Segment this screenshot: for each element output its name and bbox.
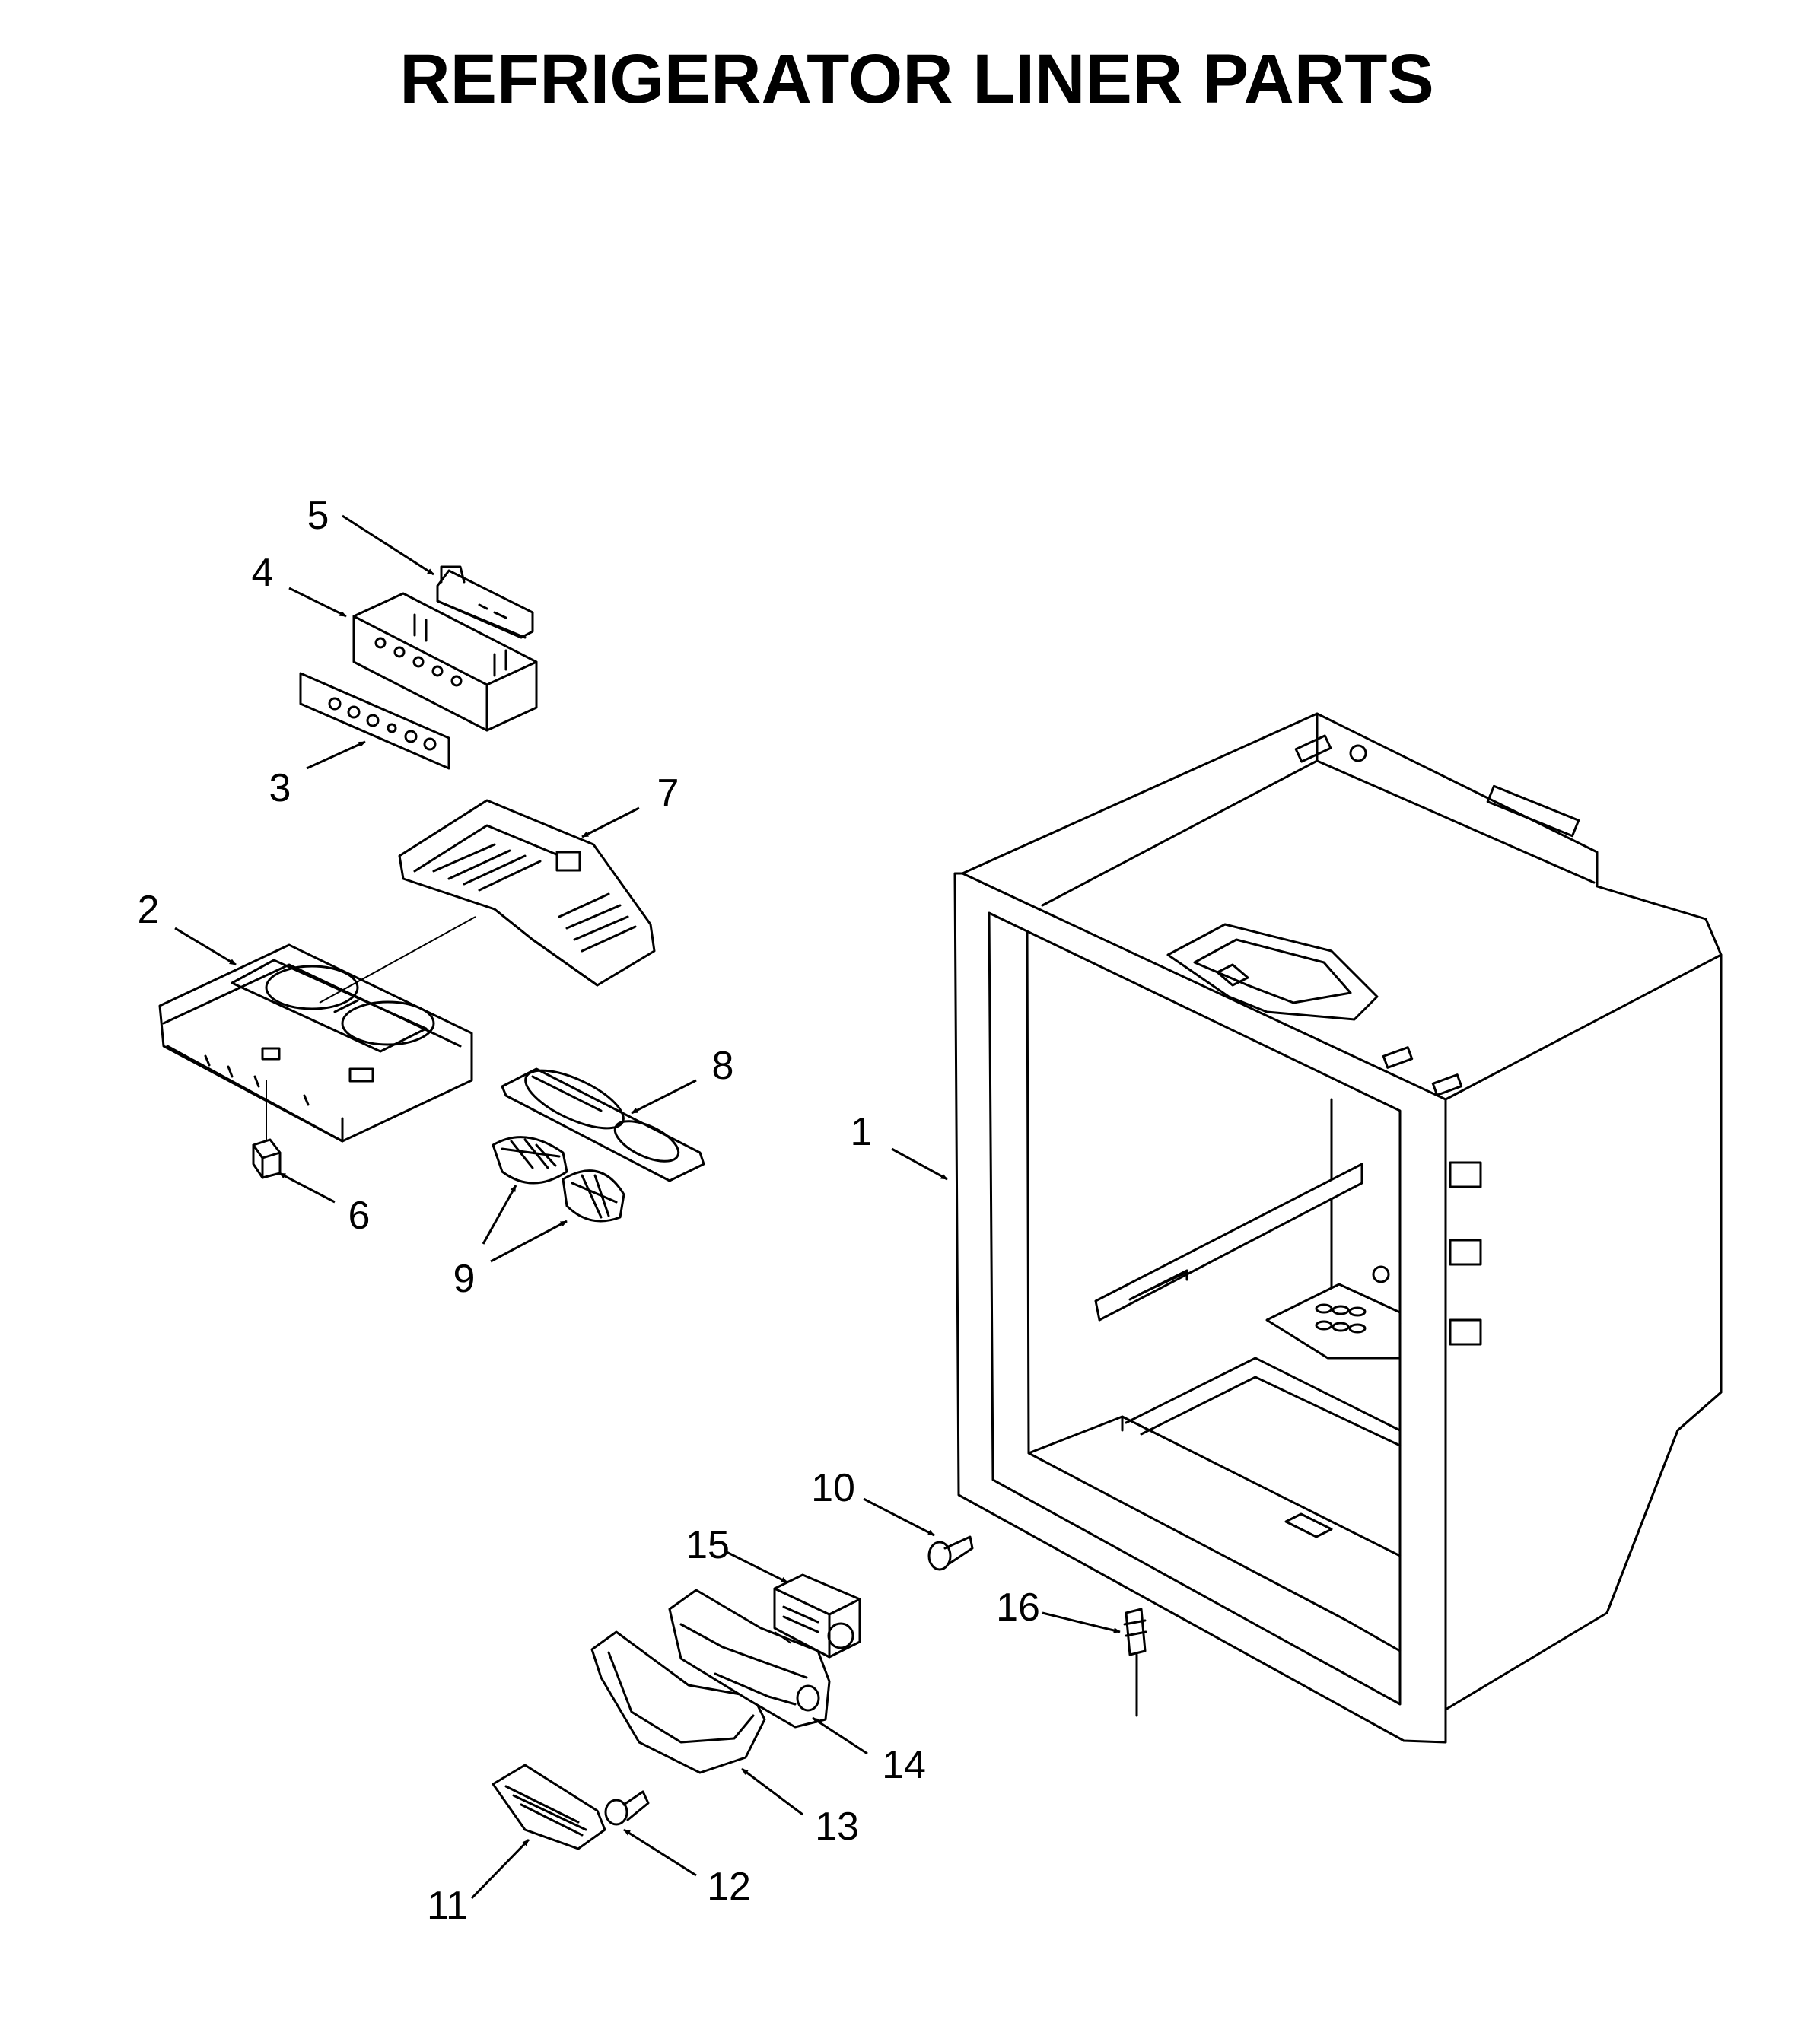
part-7-duct-cover [398, 799, 656, 987]
callout-14: 14 [882, 1743, 926, 1787]
part-9-fan-motors [492, 1136, 625, 1223]
part-4-control-box [352, 592, 538, 732]
part-13-handle-cover [590, 1630, 766, 1774]
callout-2: 2 [138, 888, 160, 932]
part-2-housing [158, 943, 473, 1143]
callout-11: 11 [427, 1884, 468, 1928]
callout-7: 7 [657, 771, 679, 816]
part-6-clip [252, 1138, 282, 1179]
callout-5: 5 [307, 494, 329, 538]
part-16-thermistor [1123, 1608, 1147, 1717]
callout-16: 16 [996, 1586, 1040, 1630]
callout-15: 15 [686, 1523, 730, 1567]
part-15-switch [773, 1573, 861, 1659]
callout-9: 9 [453, 1257, 476, 1301]
part-10-screw [928, 1535, 974, 1571]
leader-lines [174, 514, 1121, 1900]
page-title: REFRIGERATOR LINER PARTS [399, 40, 1434, 118]
part-11-trim [492, 1764, 606, 1850]
callout-8: 8 [712, 1044, 734, 1088]
callout-12: 12 [707, 1865, 751, 1909]
part-3-panel [299, 672, 450, 770]
part-12-screw [604, 1790, 650, 1826]
callout-3: 3 [269, 766, 291, 810]
callout-4: 4 [252, 551, 274, 595]
part-14-handle-housing [668, 1589, 831, 1729]
part-8-fan-housing [501, 1067, 705, 1182]
part-1-liner [953, 712, 1723, 1744]
part-5-bracket [436, 565, 534, 639]
callout-6: 6 [348, 1194, 371, 1238]
callout-labels: 1 2 3 4 5 6 7 8 9 10 11 12 13 14 15 16 [138, 494, 1040, 1928]
callout-10: 10 [811, 1466, 855, 1510]
callout-1: 1 [851, 1110, 873, 1154]
callout-13: 13 [815, 1805, 859, 1849]
